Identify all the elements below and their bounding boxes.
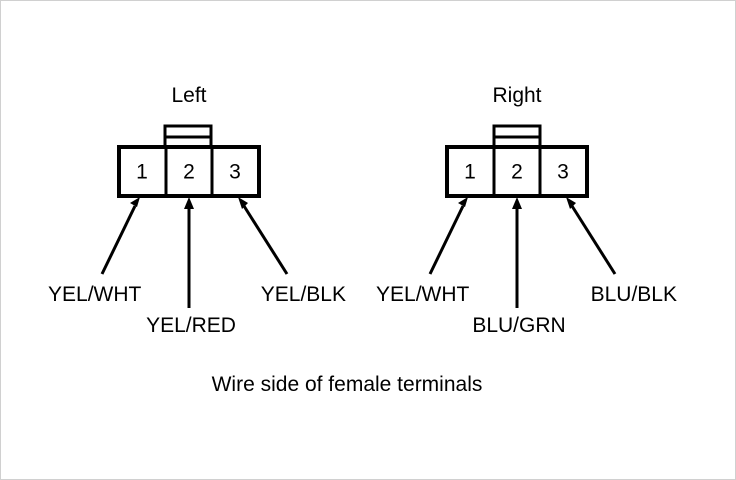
connector-right-pin-3-wire-label: BLU/BLK bbox=[591, 283, 677, 306]
connector-left-pin-2-leader bbox=[184, 197, 194, 308]
connector-left-pin-2-number: 2 bbox=[183, 161, 195, 184]
connector-right-pin-2-leader bbox=[512, 197, 522, 308]
arrowhead-icon bbox=[512, 197, 522, 209]
arrowhead-icon bbox=[458, 197, 468, 207]
connector-left: Left 1 2 3 bbox=[48, 84, 346, 337]
connector-right-pin-2-number: 2 bbox=[511, 161, 523, 184]
connector-right-pin-1-wire-label: YEL/WHT bbox=[376, 283, 470, 306]
figure-caption: Wire side of female terminals bbox=[212, 373, 483, 396]
arrowhead-icon bbox=[566, 197, 576, 209]
connector-left-pin-3-leader bbox=[238, 197, 289, 275]
connector-left-pin-1-wire-label: YEL/WHT bbox=[48, 283, 142, 306]
connector-right-title: Right bbox=[492, 84, 541, 107]
connector-left-pin-1-number: 1 bbox=[136, 161, 148, 184]
connector-right-body bbox=[445, 145, 589, 198]
connector-left-pin-2-wire-label: YEL/RED bbox=[146, 314, 236, 337]
connector-right-pin-2-wire-label: BLU/GRN bbox=[472, 314, 565, 337]
connector-left-pin-3-number: 3 bbox=[229, 161, 241, 184]
connector-right: Right 1 2 3 bbox=[376, 84, 677, 337]
arrowhead-icon bbox=[130, 197, 140, 207]
arrowhead-icon bbox=[238, 197, 248, 209]
connector-right-pin-1-number: 1 bbox=[464, 161, 476, 184]
connector-right-pin-3-leader bbox=[566, 197, 617, 275]
connector-left-title: Left bbox=[171, 84, 206, 107]
connector-right-pin-3-number: 3 bbox=[557, 161, 569, 184]
connector-left-body bbox=[117, 145, 261, 198]
connector-right-pin-1-leader bbox=[428, 197, 468, 275]
connector-left-pin-3-wire-label: YEL/BLK bbox=[261, 283, 346, 306]
connector-left-pin-1-leader bbox=[100, 197, 140, 275]
arrowhead-icon bbox=[184, 197, 194, 209]
